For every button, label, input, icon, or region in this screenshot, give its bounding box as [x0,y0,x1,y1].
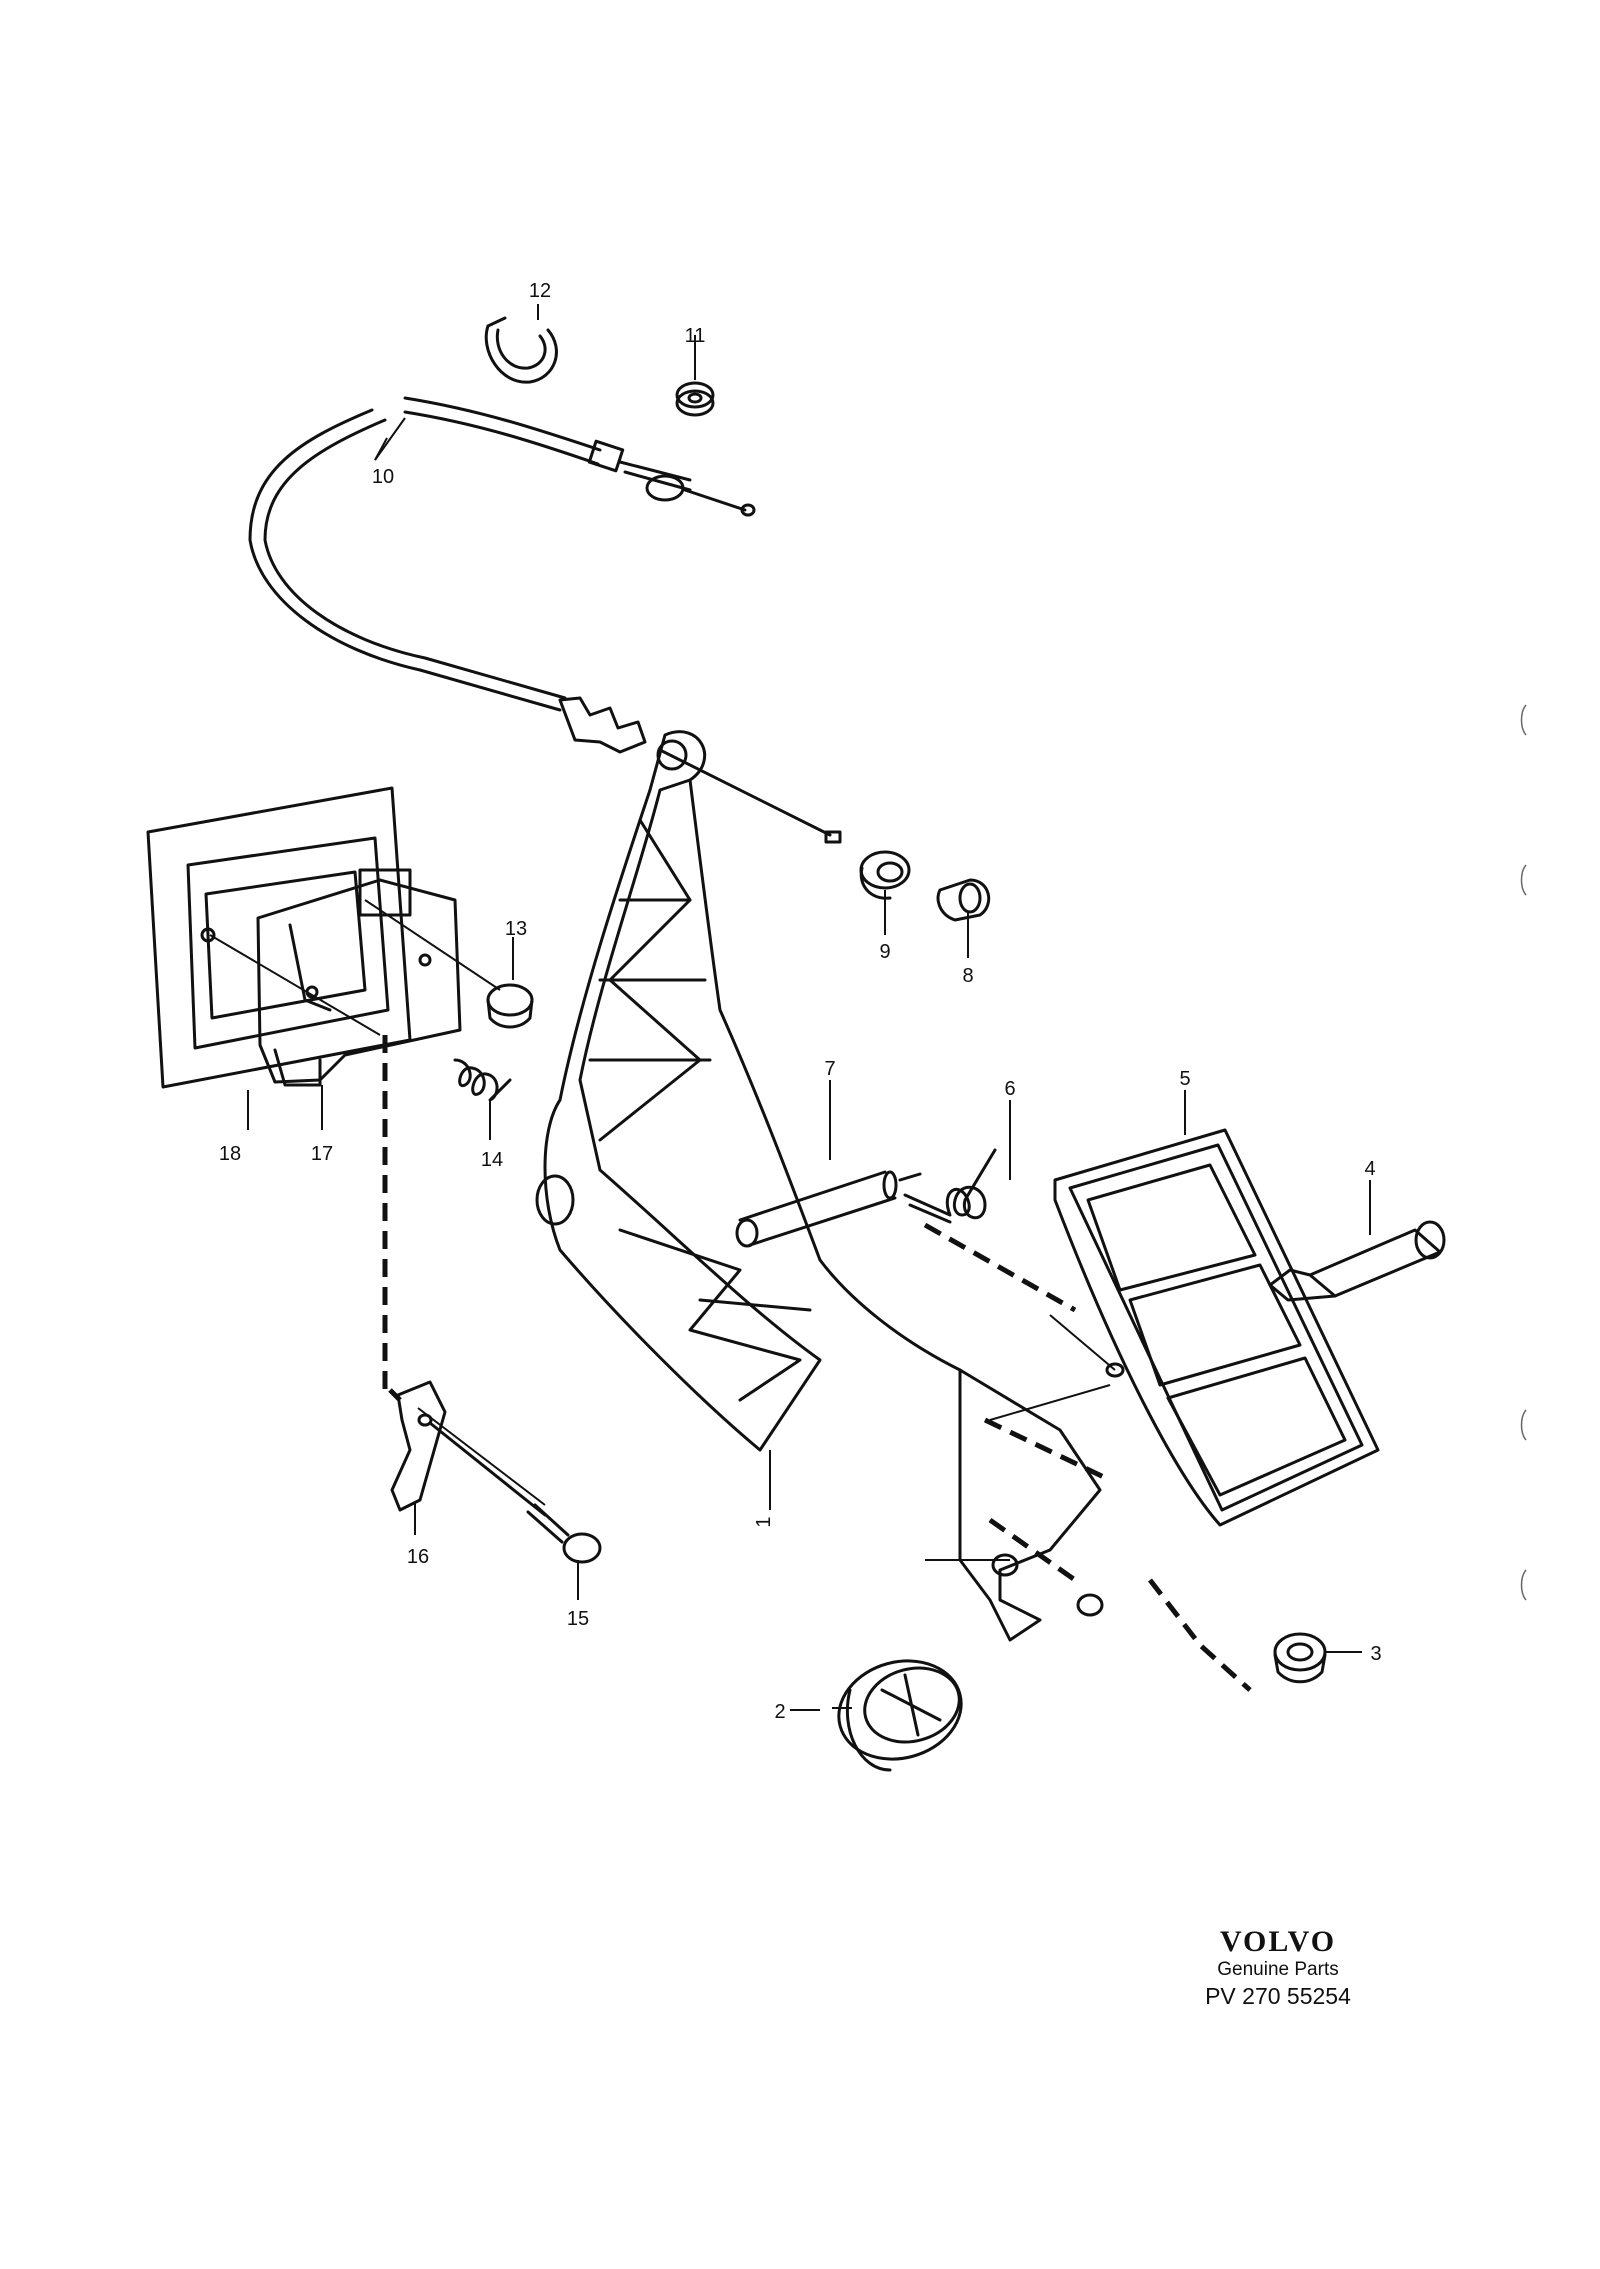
callout-13: 13 [505,918,527,940]
callout-leaders [247,304,1371,1600]
callout-9: 9 [879,941,890,963]
callout-6: 6 [1004,1078,1015,1100]
pedal-pad-part-5 [1053,1128,1380,1527]
callout-12: 12 [529,280,551,302]
bolt-part-15 [428,1421,602,1564]
mounting-frame-part-18 [146,786,412,1089]
plug-part-13 [486,983,534,1029]
pin-part-4 [1268,1220,1446,1302]
callout-15: 15 [567,1608,589,1630]
grommet-part-2 [837,1659,963,1772]
clip-part-12 [484,316,558,384]
callout-1: 1 [753,1516,775,1527]
diagram-code: PV 270 55254 [1205,1983,1351,2009]
brand-logo: VOLVO [1219,1925,1337,1958]
grommet-part-11 [675,381,715,417]
callout-17: 17 [311,1143,333,1165]
spring-part-14 [453,1058,512,1102]
stop-part-3 [1273,1632,1327,1684]
bracket-part-17 [256,868,462,1087]
fastener-part-8 [936,878,991,922]
callout-7: 7 [824,1058,835,1080]
callout-10: 10 [372,466,394,488]
callout-5: 5 [1179,1068,1190,1090]
brand-subtitle: Genuine Parts [1217,1959,1339,1980]
spring-part-6 [903,1148,997,1224]
pedal-arm-part-1 [535,730,1104,1642]
shaft-part-7 [735,1170,922,1248]
branding-block: VOLVO Genuine Parts PV 270 55254 [1178,1926,1378,2010]
callout-labels: 1 2 3 4 5 6 7 8 9 10 11 12 13 14 15 16 1… [219,280,1382,1723]
callout-3: 3 [1370,1643,1381,1665]
callout-16: 16 [407,1546,429,1568]
callout-18: 18 [219,1143,241,1165]
callout-14: 14 [481,1149,503,1171]
callout-11: 11 [685,325,706,347]
clip-part-16 [390,1380,447,1512]
scan-marks [1520,704,1527,1601]
throttle-cable [248,396,842,844]
callout-2: 2 [774,1701,785,1723]
callout-4: 4 [1364,1158,1375,1180]
assembly-lines [382,1035,1252,1692]
leader-lines [209,899,1362,1711]
callout-8: 8 [962,965,973,987]
